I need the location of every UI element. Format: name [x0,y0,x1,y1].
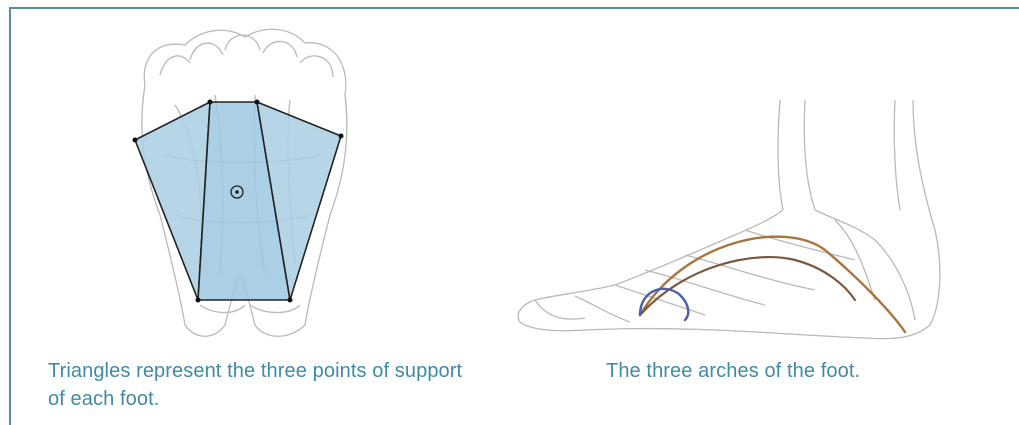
foot-side-illustration [515,100,945,350]
support-triangles [133,100,344,303]
caption-foot-arches: The three arches of the foot. [606,357,986,385]
panel-border-left [9,7,11,425]
lateral-longitudinal-arch [640,257,855,315]
medial-longitudinal-arch [640,237,905,332]
foot-arches [640,237,905,332]
foot-side-svg [515,100,945,350]
foot-sole-svg [105,15,385,345]
caption-support-triangles: Triangles represent the three points of … [48,357,468,413]
foot-sole-illustration [105,15,385,345]
triangle-left [135,102,210,300]
foot-side-sketch [518,100,940,339]
panel-border-top [9,7,1019,9]
